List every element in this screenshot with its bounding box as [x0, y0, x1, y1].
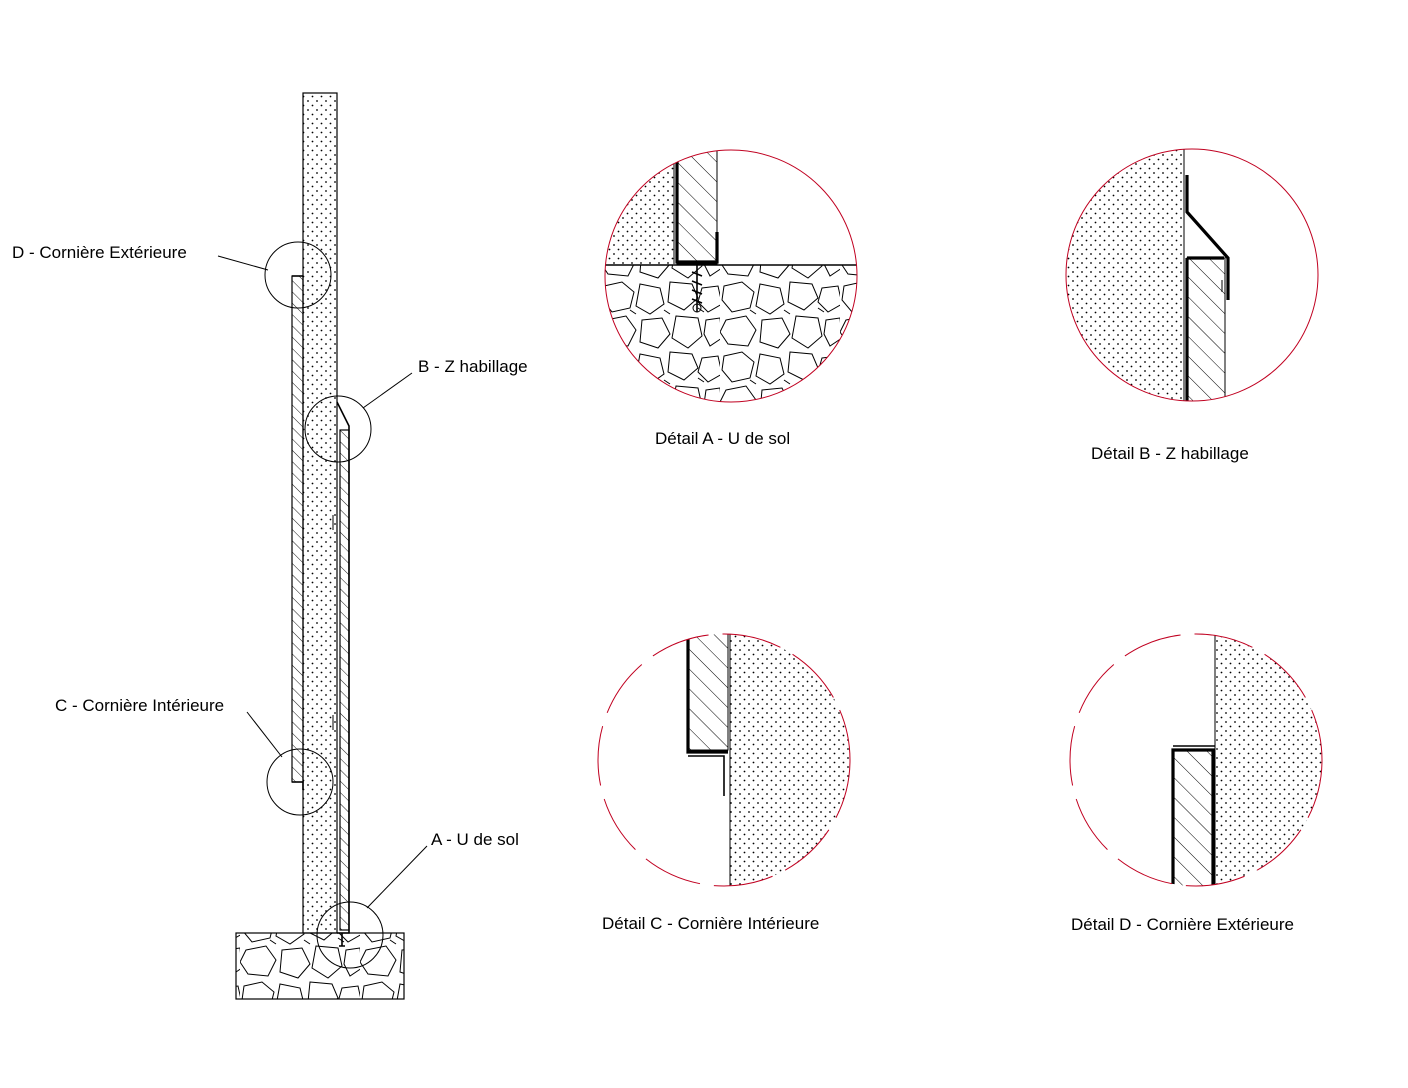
- detail-a-caption: Détail A - U de sol: [655, 429, 790, 448]
- detail-c: Détail C - Cornière Intérieure: [597, 633, 851, 933]
- detail-d: Détail D - Cornière Extérieure: [1069, 633, 1323, 934]
- detail-b-caption: Détail B - Z habillage: [1091, 444, 1249, 463]
- detail-d-caption: Détail D - Cornière Extérieure: [1071, 915, 1294, 934]
- detail-a: Détail A - U de sol: [604, 149, 858, 448]
- detail-c-caption: Détail C - Cornière Intérieure: [602, 914, 819, 933]
- floor-slab: [235, 932, 405, 1000]
- callout-label-c: C - Cornière Intérieure: [55, 696, 224, 715]
- callout-circle-c: [266, 748, 334, 816]
- left-cladding: [291, 275, 304, 783]
- leader-b: [362, 372, 413, 409]
- callout-circle-d: [264, 241, 332, 309]
- callout-label-a: A - U de sol: [431, 830, 519, 849]
- right-cladding: [339, 429, 350, 931]
- leader-a: [366, 845, 428, 909]
- callout-circle-a: [316, 901, 384, 969]
- leader-c: [246, 711, 283, 758]
- central-panel: [302, 92, 338, 934]
- leader-d: [217, 255, 269, 271]
- callout-label-d: D - Cornière Extérieure: [12, 243, 187, 262]
- main-section-view: D - Cornière Extérieure B - Z habillage …: [12, 92, 528, 1000]
- callout-circle-b: [304, 395, 372, 463]
- detail-b: Détail B - Z habillage: [1065, 148, 1319, 463]
- callout-label-b: B - Z habillage: [418, 357, 528, 376]
